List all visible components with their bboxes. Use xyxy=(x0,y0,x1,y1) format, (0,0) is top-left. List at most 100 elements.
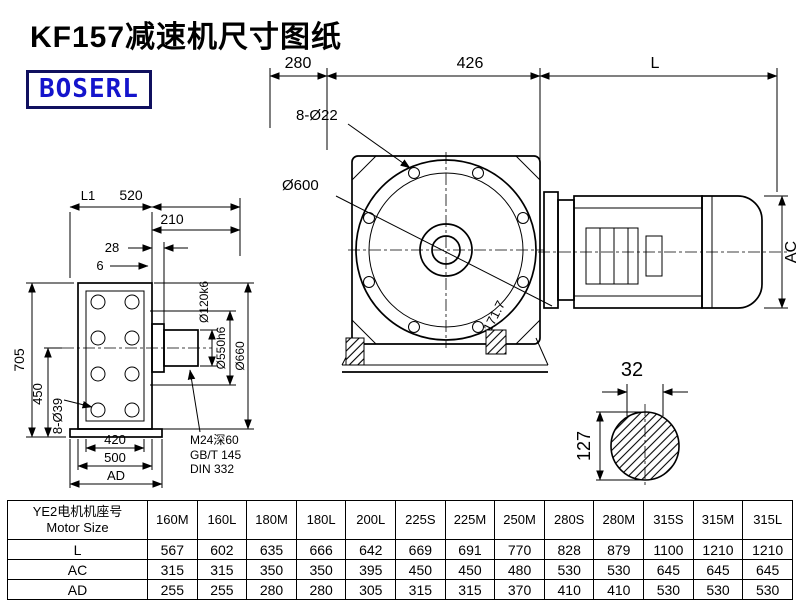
cell-AD: 255 xyxy=(147,579,198,600)
size-column-header: 180M xyxy=(246,500,297,540)
page-title: KF157减速机尺寸图纸 xyxy=(30,21,343,54)
size-column-header: 180L xyxy=(295,500,347,540)
cell-AC: 645 xyxy=(643,559,694,580)
cell-AC: 450 xyxy=(444,559,496,580)
diameter-callout: Ø600 171.7 xyxy=(282,177,553,334)
cell-AC: 530 xyxy=(593,559,645,580)
dia-550h6-label: Ø550h6 xyxy=(214,326,228,369)
cell-L: 1100 xyxy=(643,539,694,560)
cell-AD: 410 xyxy=(593,579,645,600)
size-column-header: 225S xyxy=(395,500,446,540)
motor-fan-cover xyxy=(701,195,763,309)
motor xyxy=(538,191,790,309)
cell-AC: 450 xyxy=(395,559,446,580)
table-row-AD: AD 255 255 280 280 305 315 315 370 410 4… xyxy=(7,579,793,600)
cell-L: 691 xyxy=(444,539,496,560)
base-plate xyxy=(69,428,163,438)
dim-280-label: 280 xyxy=(285,55,312,72)
motor-terminal-box xyxy=(585,227,639,285)
bolt-hole-callout: 8-Ø22 xyxy=(296,107,411,169)
motor-size-header-cn: YE2电机机座号 xyxy=(32,503,123,519)
dim-500-label: 500 xyxy=(104,450,126,465)
technical-drawing: 280 426 L 8-Ø22 Ø600 171.7 xyxy=(11,55,800,488)
dim-420-label: 420 xyxy=(104,432,126,447)
size-column-header: 200L xyxy=(345,500,397,540)
dim-127-label: 127 xyxy=(574,431,594,461)
row-label-L: L xyxy=(7,539,148,560)
dim-L-label: L xyxy=(651,55,660,72)
cell-AD: 280 xyxy=(295,579,347,600)
table-row-L: L 567 602 635 666 642 669 691 770 828 87… xyxy=(7,539,793,560)
cell-L: 666 xyxy=(295,539,347,560)
cell-AC: 315 xyxy=(147,559,198,580)
dim-210-label: 210 xyxy=(160,211,184,227)
cell-L: 828 xyxy=(543,539,595,560)
motor-adapter xyxy=(557,199,575,301)
cell-AC: 350 xyxy=(295,559,347,580)
motor-size-header-en: Motor Size xyxy=(46,520,109,535)
size-column-header: 280M xyxy=(593,500,645,540)
cell-AC: 480 xyxy=(494,559,545,580)
ac-dimension: AC xyxy=(764,195,800,309)
cell-AC: 350 xyxy=(246,559,297,580)
dim-450-label: 450 xyxy=(30,383,45,405)
motor-adapter-flange xyxy=(543,191,559,309)
dim-426-label: 426 xyxy=(457,55,484,72)
front-top-dimensions: 280 426 L xyxy=(269,55,778,192)
cell-L: 635 xyxy=(246,539,297,560)
note-m24: M24深60 xyxy=(190,433,239,447)
dim-520-label: 520 xyxy=(119,187,143,203)
foot-hatch-right xyxy=(485,329,507,355)
cell-L: 642 xyxy=(345,539,397,560)
cell-AC: 645 xyxy=(742,559,793,580)
motor-size-header: YE2电机机座号 Motor Size xyxy=(7,500,148,540)
size-column-header: 225M xyxy=(444,500,496,540)
dim-28-label: 28 xyxy=(105,240,119,255)
dim-L1-label: L1 xyxy=(81,188,95,203)
cell-AC: 530 xyxy=(543,559,595,580)
size-column-header: 315S xyxy=(643,500,694,540)
flange-plate xyxy=(77,282,153,430)
size-column-header: 315L xyxy=(742,500,793,540)
side-view: L1 520 210 28 6 xyxy=(11,187,254,488)
table-header-row: YE2电机机座号 Motor Size 160M 160L 180M 180L … xyxy=(7,500,793,540)
size-column-header: 280S xyxy=(543,500,595,540)
motor-dimension-table: YE2电机机座号 Motor Size 160M 160L 180M 180L … xyxy=(7,500,793,600)
cell-AD: 530 xyxy=(643,579,694,600)
cell-AC: 645 xyxy=(692,559,744,580)
table-row-AC: AC 315 315 350 350 395 450 450 480 530 5… xyxy=(7,559,793,580)
cell-AD: 530 xyxy=(742,579,793,600)
size-column-header: 250M xyxy=(494,500,545,540)
dim-AC-label: AC xyxy=(783,241,800,263)
size-column-header: 160L xyxy=(196,500,248,540)
cell-AD: 530 xyxy=(692,579,744,600)
cell-AD: 280 xyxy=(246,579,297,600)
cell-AD: 410 xyxy=(543,579,595,600)
size-column-header: 315M xyxy=(692,500,744,540)
cell-L: 567 xyxy=(147,539,198,560)
row-label-AC: AC xyxy=(7,559,148,580)
cell-L: 770 xyxy=(494,539,545,560)
dim-705-label: 705 xyxy=(11,348,27,372)
size-column-header: 160M xyxy=(147,500,198,540)
row-label-AD: AD xyxy=(7,579,148,600)
front-view-base xyxy=(341,329,549,373)
cell-L: 879 xyxy=(593,539,645,560)
diagonal-dim-label: 171.7 xyxy=(480,298,508,334)
cell-L: 669 xyxy=(395,539,446,560)
flange-outer-circle xyxy=(355,159,537,341)
holes-8d39-label: 8-Ø39 xyxy=(50,398,65,434)
foot-hatch-left xyxy=(345,337,365,366)
cell-AC: 315 xyxy=(196,559,248,580)
note-din332: DIN 332 xyxy=(190,462,234,476)
cell-L: 1210 xyxy=(692,539,744,560)
cell-AD: 255 xyxy=(196,579,248,600)
cell-AC: 395 xyxy=(345,559,397,580)
cell-AD: 315 xyxy=(444,579,496,600)
cell-L: 602 xyxy=(196,539,248,560)
motor-nameplate xyxy=(645,235,663,277)
cell-AD: 305 xyxy=(345,579,397,600)
note-gbt145: GB/T 145 xyxy=(190,448,241,462)
cell-L: 1210 xyxy=(742,539,793,560)
